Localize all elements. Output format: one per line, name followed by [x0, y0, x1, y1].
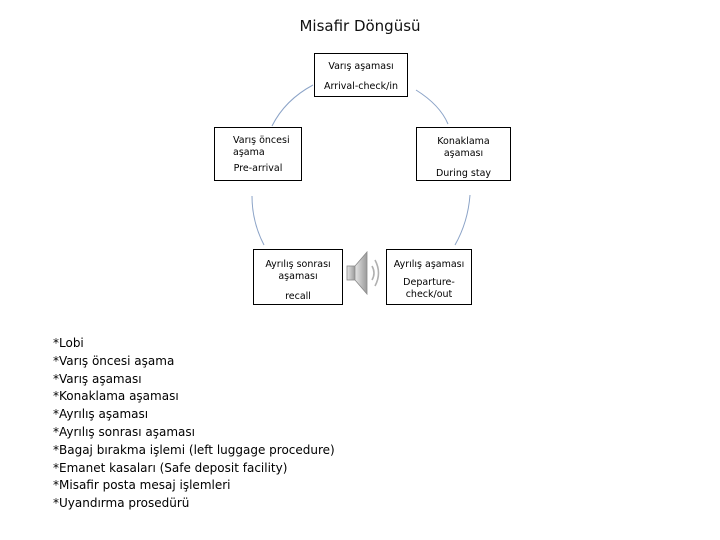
node-prearrival: Varış öncesi aşama Pre-arrival	[214, 127, 302, 181]
node-departure-sublabel: Departure-check/out	[403, 277, 455, 300]
list-item: *Misafir posta mesaj işlemleri	[53, 478, 231, 493]
node-stay-label: Konaklama aşaması	[437, 136, 490, 159]
procedure-list: *Lobi *Varış öncesi aşama *Varış aşaması…	[53, 335, 335, 513]
list-item: *Ayrılış sonrası aşaması	[53, 424, 195, 439]
node-stay: Konaklama aşaması During stay	[416, 127, 511, 181]
list-item: *Varış aşaması	[53, 371, 142, 386]
node-arrival-sublabel: Arrival-check/in	[324, 81, 398, 92]
list-item: *Konaklama aşaması	[53, 389, 179, 404]
list-item: *Ayrılış aşaması	[53, 407, 149, 422]
node-post-departure-label: Ayrılış sonrası aşaması	[265, 259, 331, 282]
list-item: *Emanet kasaları (Safe deposit facility)	[53, 460, 288, 475]
node-prearrival-sublabel: Pre-arrival	[233, 163, 283, 174]
list-item: *Bagaj bırakma işlemi (left luggage proc…	[53, 442, 335, 457]
speaker-icon[interactable]	[345, 246, 385, 306]
node-post-departure: Ayrılış sonrası aşaması recall	[253, 249, 343, 305]
diagram-title: Misafir Döngüsü	[299, 17, 421, 35]
node-departure-label: Ayrılış aşaması	[393, 259, 465, 270]
node-stay-sublabel: During stay	[435, 168, 492, 179]
node-post-departure-sublabel: recall	[285, 291, 311, 302]
node-departure: Ayrılış aşaması Departure-check/out	[386, 249, 472, 305]
node-prearrival-label: Varış öncesi aşama	[233, 135, 290, 158]
arc-stay-to-departure	[454, 194, 471, 246]
arc-post-to-prearrival	[251, 195, 265, 246]
node-arrival: Varış aşaması Arrival-check/in	[314, 53, 408, 97]
arc-prearrival-to-arrival	[271, 84, 314, 127]
arc-arrival-to-stay	[415, 89, 449, 125]
list-item: *Uyandırma prosedürü	[53, 496, 190, 511]
node-arrival-label: Varış aşaması	[328, 61, 394, 72]
list-item: *Lobi	[53, 336, 84, 350]
list-item: *Varış öncesi aşama	[53, 353, 175, 368]
